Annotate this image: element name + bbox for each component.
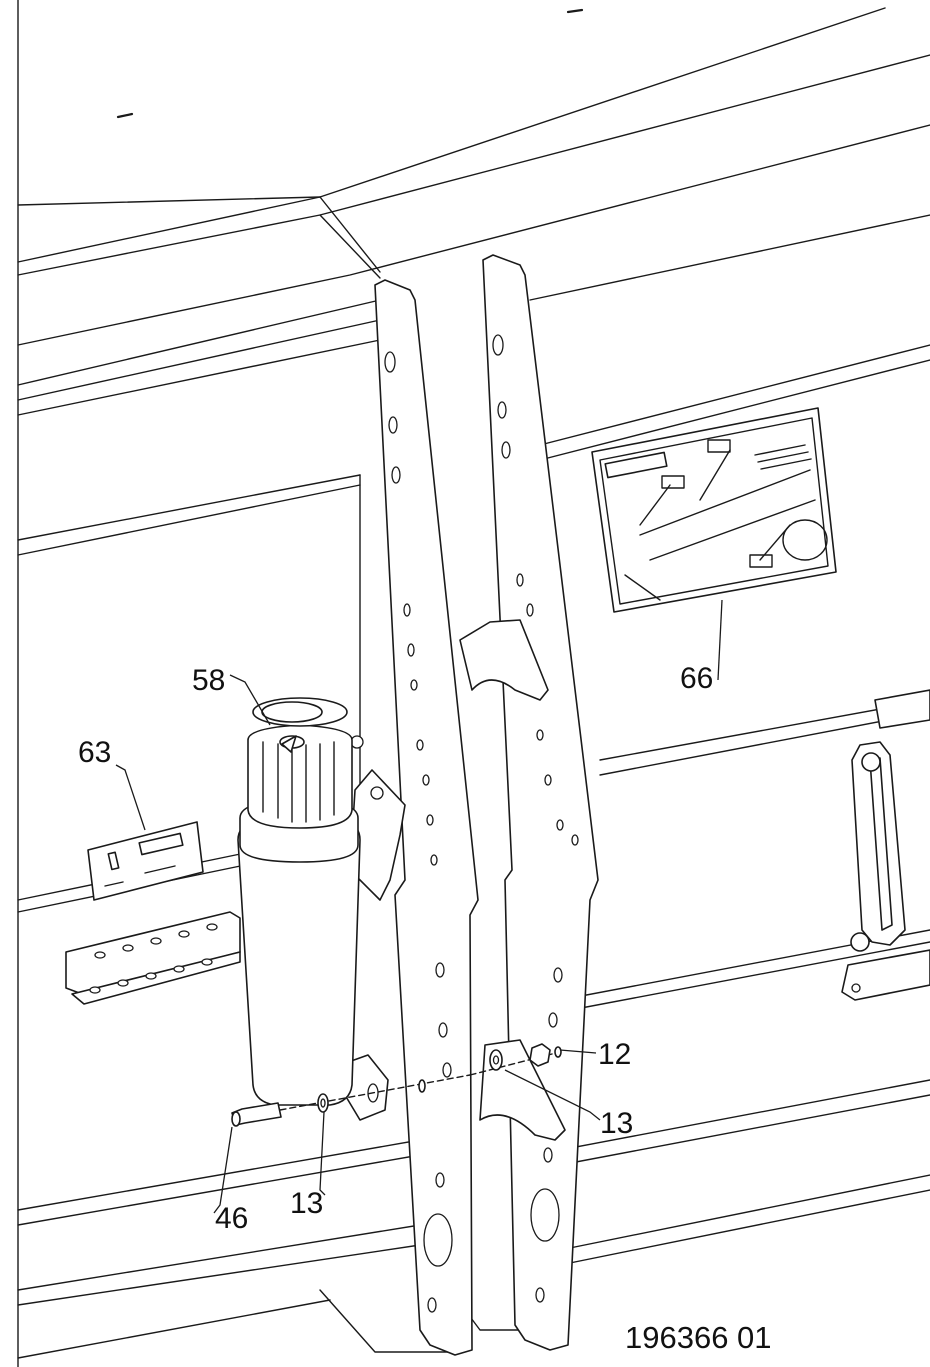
fastener-bolt <box>232 1103 281 1126</box>
fastener-washer-left <box>318 1094 328 1112</box>
side-link <box>842 690 930 1000</box>
assembly-axis-left <box>280 1075 470 1110</box>
callout-63: 63 <box>78 736 111 769</box>
left-mounting-plate <box>375 280 478 1355</box>
decal-lubrication-chart <box>592 408 836 612</box>
plate-hole-marker <box>419 1080 425 1092</box>
fastener-washer-right <box>490 1050 502 1070</box>
callout-12: 12 <box>598 1038 631 1071</box>
boom-body <box>18 8 930 1358</box>
fastener-nut <box>530 1044 561 1066</box>
callout-46: 46 <box>215 1202 248 1235</box>
callout-13-right: 13 <box>600 1107 633 1140</box>
drawing-number: 196366 01 <box>625 1320 772 1355</box>
callout-66: 66 <box>680 662 713 695</box>
perforated-channel <box>66 912 240 1004</box>
leader-lines <box>116 600 722 1213</box>
decal-small <box>88 822 203 900</box>
callout-58: 58 <box>192 664 225 697</box>
filter-housing <box>238 698 360 1105</box>
callout-13-left: 13 <box>290 1187 323 1220</box>
filter-bracket <box>340 736 405 1120</box>
top-marks <box>118 10 582 117</box>
right-mounting-plate <box>483 255 598 1350</box>
